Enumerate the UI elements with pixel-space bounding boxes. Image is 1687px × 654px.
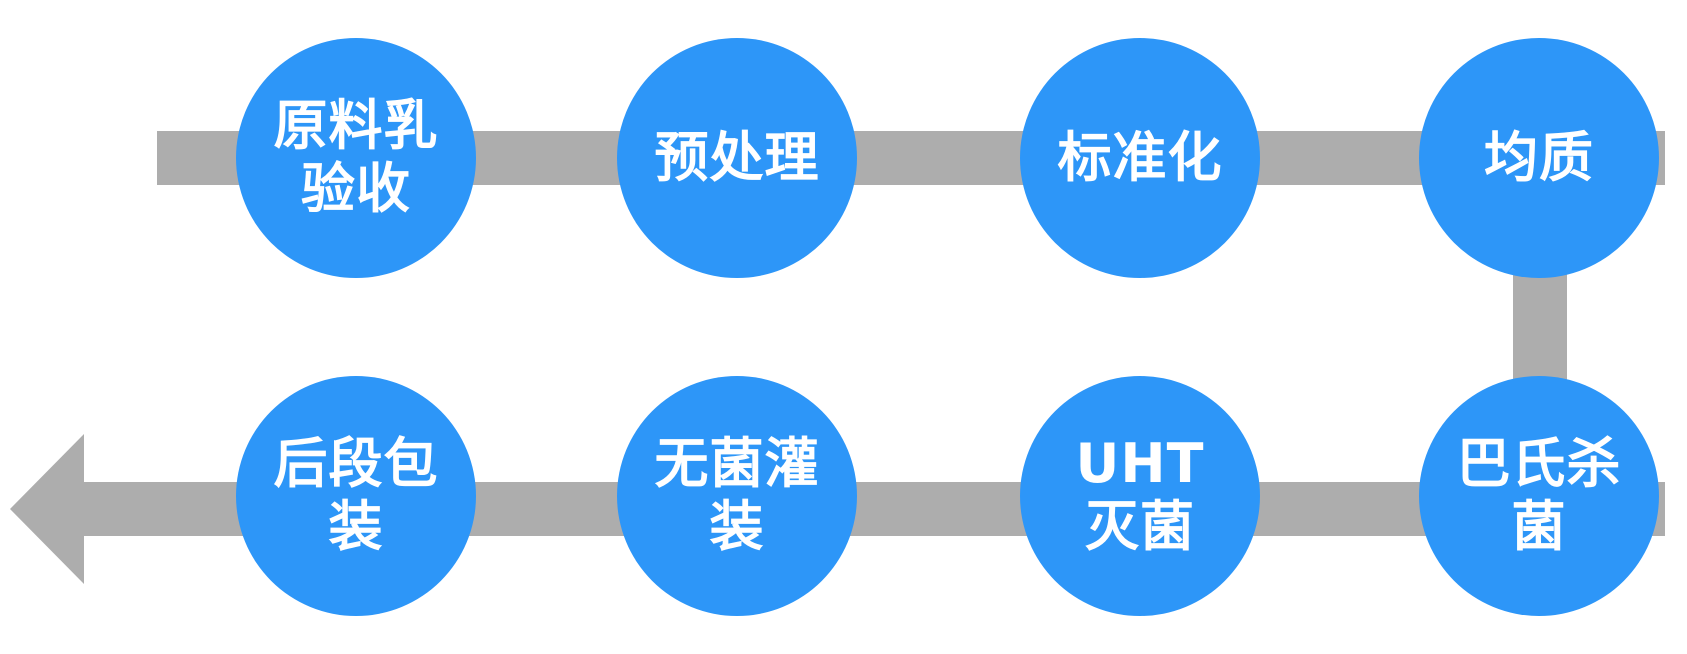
node-label: 原料乳 验收 [274, 95, 439, 220]
node-label-line: 无菌灌 [654, 432, 820, 496]
node-label: 预处理 [654, 125, 820, 190]
node-label-line: 灭菌 [1084, 495, 1195, 558]
node-label: UHT 灭菌 [1076, 433, 1205, 558]
node-label-line: 原料乳 [273, 94, 439, 158]
flow-node-aseptic-filling: 无菌灌 装 [617, 376, 857, 616]
node-label-line: 预处理 [654, 125, 820, 189]
node-label-line: 验收 [301, 157, 411, 220]
flow-node-uht-sterilization: UHT 灭菌 [1020, 376, 1260, 616]
node-label-line: UHT [1075, 432, 1205, 496]
node-label-line: 均质 [1484, 125, 1594, 189]
flow-node-homogenization: 均质 [1419, 38, 1659, 278]
node-label: 标准化 [1057, 125, 1223, 190]
node-label: 无菌灌 装 [655, 433, 820, 558]
flow-node-pasteurization: 巴氏杀 菌 [1419, 376, 1659, 616]
flow-node-raw-milk-acceptance: 原料乳 验收 [236, 38, 476, 278]
flow-node-pretreatment: 预处理 [617, 38, 857, 278]
node-label: 均质 [1484, 125, 1594, 190]
node-label-line: 巴氏杀 [1456, 432, 1622, 496]
node-label: 巴氏杀 菌 [1457, 433, 1622, 558]
node-label: 后段包 装 [274, 433, 439, 558]
flow-node-post-packaging: 后段包 装 [236, 376, 476, 616]
node-label-line: 菌 [1511, 495, 1567, 558]
flow-node-standardization: 标准化 [1020, 38, 1260, 278]
node-label-line: 标准化 [1057, 125, 1223, 189]
node-label-line: 装 [328, 495, 384, 558]
node-label-line: 后段包 [273, 432, 439, 496]
arrowhead-left-icon [10, 434, 84, 584]
node-label-line: 装 [709, 495, 765, 558]
